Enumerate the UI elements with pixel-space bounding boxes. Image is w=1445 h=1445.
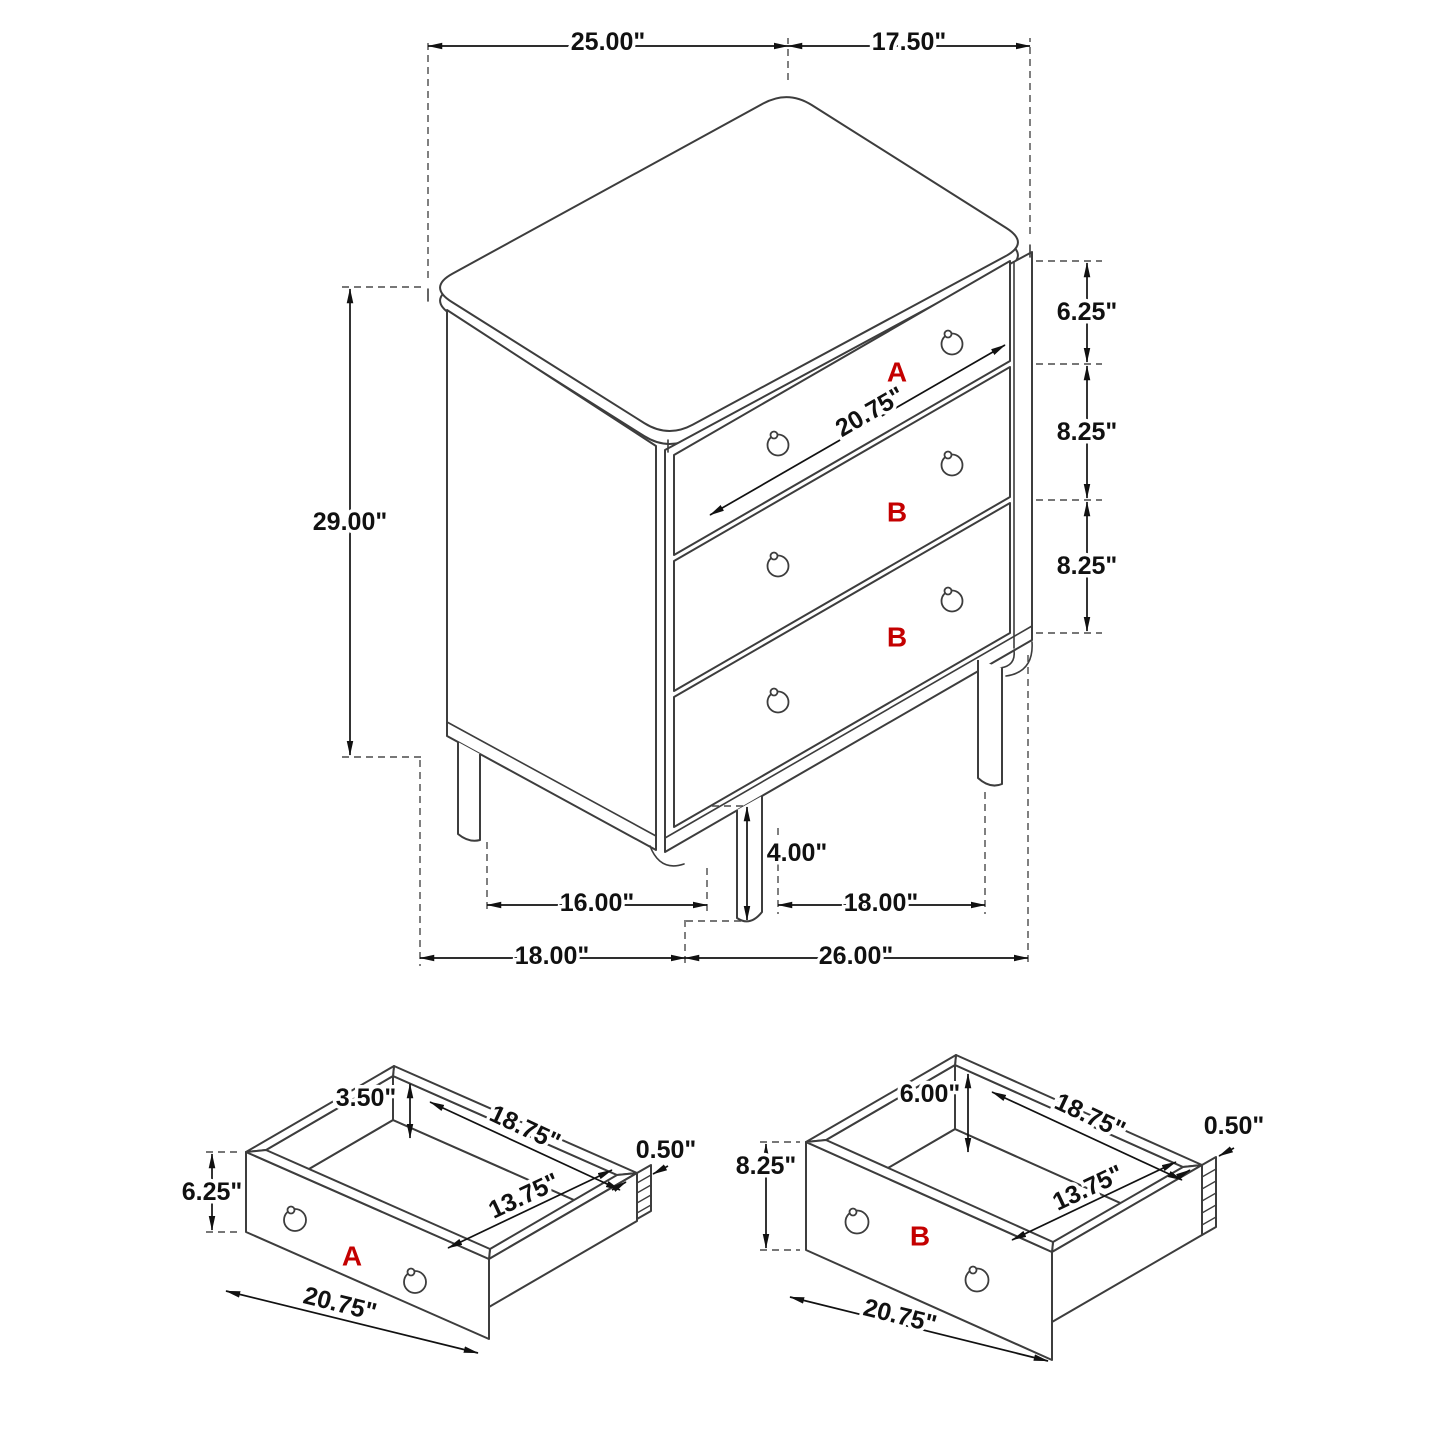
drawer-a-rim-front	[245, 1149, 491, 1260]
knob	[940, 586, 964, 613]
dim-line-b-interior-depth	[1011, 1161, 1177, 1241]
chest-top-slab	[439, 96, 1019, 432]
knob	[964, 1265, 990, 1293]
dovetail-hatch	[1201, 1168, 1217, 1178]
dim-line-drawer-width	[709, 344, 1006, 516]
dovetail-hatch	[1201, 1204, 1217, 1214]
dim-b-front-height: 8.25"	[736, 1152, 797, 1180]
dim-base-width: 26.00"	[819, 942, 893, 970]
leader-a-side-thickness	[652, 1164, 669, 1175]
dovetail-hatch	[636, 1194, 652, 1204]
dim-a-front-height: 6.25"	[182, 1178, 243, 1206]
knob	[766, 551, 790, 578]
dim-line-a-interior-depth	[447, 1169, 613, 1249]
dim-overall-height: 29.00"	[313, 508, 387, 536]
dovetail-hatch	[636, 1204, 652, 1214]
dim-top-depth: 17.50"	[872, 28, 946, 56]
leader-b-side-thickness	[1218, 1146, 1235, 1157]
leader-a-side-thickness	[611, 1181, 627, 1192]
label-drawer-b1: B	[887, 497, 907, 528]
drawer-a-detail-view: 3.50" 18.75" 0.50" 13.75" 6.25" 20.75" A	[178, 1065, 700, 1354]
post-foot-curve-outer	[1005, 641, 1033, 677]
label-drawer-a-detail: A	[342, 1241, 362, 1272]
dovetail-hatch	[1201, 1180, 1217, 1190]
dovetail-hatch	[1201, 1216, 1217, 1226]
leader-b-side-thickness	[1175, 1169, 1191, 1180]
knob	[403, 1267, 427, 1294]
left-bottom-rail	[446, 721, 657, 837]
label-drawer-b-detail: B	[910, 1221, 930, 1252]
drawer-b-side-thickness-strip	[1201, 1156, 1217, 1236]
dim-top-drawer-height: 6.25"	[1057, 298, 1118, 326]
dim-b-side-thickness: 0.50"	[1204, 1112, 1265, 1140]
dim-line-b-front-width	[789, 1296, 1049, 1362]
drawer-a-side-thickness-strip	[636, 1164, 652, 1220]
post-foot-curve	[999, 649, 1016, 669]
knob	[844, 1207, 870, 1235]
dovetail-hatch	[636, 1184, 652, 1194]
label-drawer-b2: B	[887, 622, 907, 653]
label-drawer-a: A	[887, 357, 907, 388]
front-leg	[736, 796, 763, 923]
knob	[283, 1205, 307, 1232]
drawer-b2-front	[673, 502, 1011, 828]
main-chest-view	[427, 96, 1033, 923]
dim-leg-spacing-front: 16.00"	[560, 889, 634, 917]
left-leg	[457, 742, 481, 842]
dim-b-back-height: 6.00"	[900, 1080, 961, 1108]
right-leg	[977, 660, 1003, 787]
drawer-b-rim-front	[805, 1139, 1054, 1253]
dim-leg-height: 4.00"	[767, 839, 828, 867]
knob	[766, 687, 790, 714]
dovetail-hatch	[1201, 1192, 1217, 1202]
dim-middle-drawer-height: 8.25"	[1057, 418, 1118, 446]
dim-leg-spacing-side: 18.00"	[844, 889, 918, 917]
dim-base-depth: 18.00"	[515, 942, 589, 970]
chest-left-panel	[446, 309, 657, 851]
dim-a-back-height: 3.50"	[336, 1084, 397, 1112]
dim-a-side-thickness: 0.50"	[636, 1136, 697, 1164]
front-bottom-rail	[664, 625, 1033, 839]
dim-line-a-front-width	[225, 1290, 479, 1354]
dim-bottom-drawer-height: 8.25"	[1057, 552, 1118, 580]
dim-top-width: 25.00"	[571, 28, 645, 56]
front-corner-curve	[649, 845, 685, 867]
drawer-b-detail-view: 6.00" 18.75" 0.50" 13.75" 8.25" 20.75" B	[732, 1054, 1268, 1362]
dovetail-hatch	[636, 1174, 652, 1184]
